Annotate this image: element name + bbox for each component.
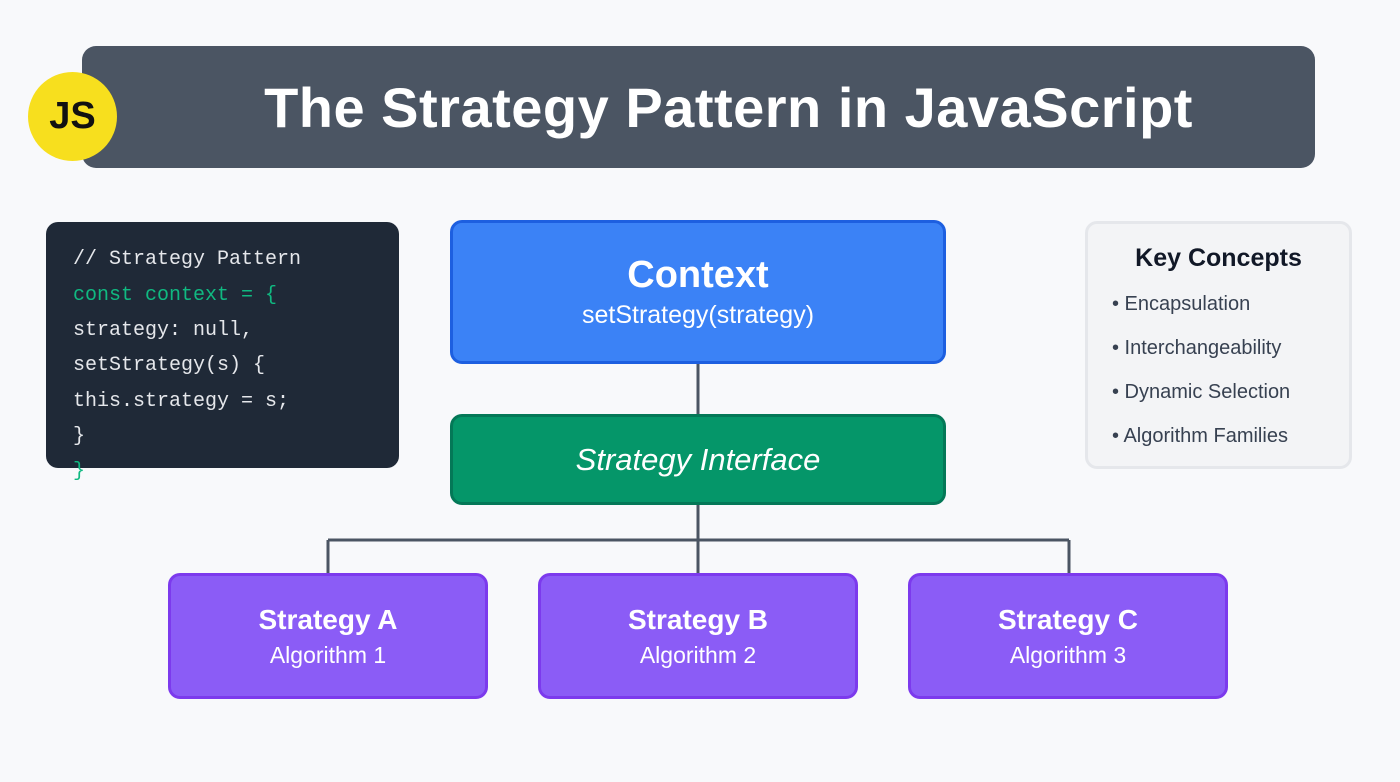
js-logo-icon: JS xyxy=(28,72,117,161)
code-line: this.strategy = s; xyxy=(73,390,290,413)
context-subtitle: setStrategy(strategy) xyxy=(581,301,815,329)
key-concepts-title: Key Concepts xyxy=(1135,244,1302,272)
code-line: const context = { xyxy=(73,284,278,307)
page-title: The Strategy Pattern in JavaScript xyxy=(264,75,1193,139)
strategy-b-subtitle: Algorithm 2 xyxy=(639,641,757,668)
key-concepts-panel: Key Concepts • Encapsulation • Interchan… xyxy=(1085,221,1352,469)
strategy-interface-box: Strategy Interface xyxy=(450,414,946,505)
concept-item: • Dynamic Selection xyxy=(1112,381,1291,403)
strategy-b-title: Strategy B xyxy=(627,603,769,635)
concept-item: • Algorithm Families xyxy=(1112,425,1288,447)
code-line: } xyxy=(73,460,86,483)
strategy-interface-title: Strategy Interface xyxy=(575,441,821,477)
title-bar: The Strategy Pattern in JavaScript xyxy=(82,46,1315,168)
code-line: // Strategy Pattern xyxy=(73,248,302,271)
concept-item: • Encapsulation xyxy=(1112,293,1251,315)
code-line: } xyxy=(73,425,86,448)
strategy-c-box: Strategy C Algorithm 3 xyxy=(908,573,1228,699)
code-line: strategy: null, xyxy=(73,319,254,342)
strategy-b-box: Strategy B Algorithm 2 xyxy=(538,573,858,699)
strategy-c-title: Strategy C xyxy=(997,603,1139,635)
strategy-c-subtitle: Algorithm 3 xyxy=(1009,641,1127,668)
strategy-a-title: Strategy A xyxy=(258,603,398,635)
context-title: Context xyxy=(627,254,769,296)
strategy-a-subtitle: Algorithm 1 xyxy=(269,641,387,668)
concept-item: • Interchangeability xyxy=(1112,337,1282,359)
code-line: setStrategy(s) { xyxy=(73,354,266,377)
context-box: Context setStrategy(strategy) xyxy=(450,220,946,364)
strategy-a-box: Strategy A Algorithm 1 xyxy=(168,573,488,699)
code-snippet-panel: // Strategy Pattern const context = { st… xyxy=(46,222,399,483)
